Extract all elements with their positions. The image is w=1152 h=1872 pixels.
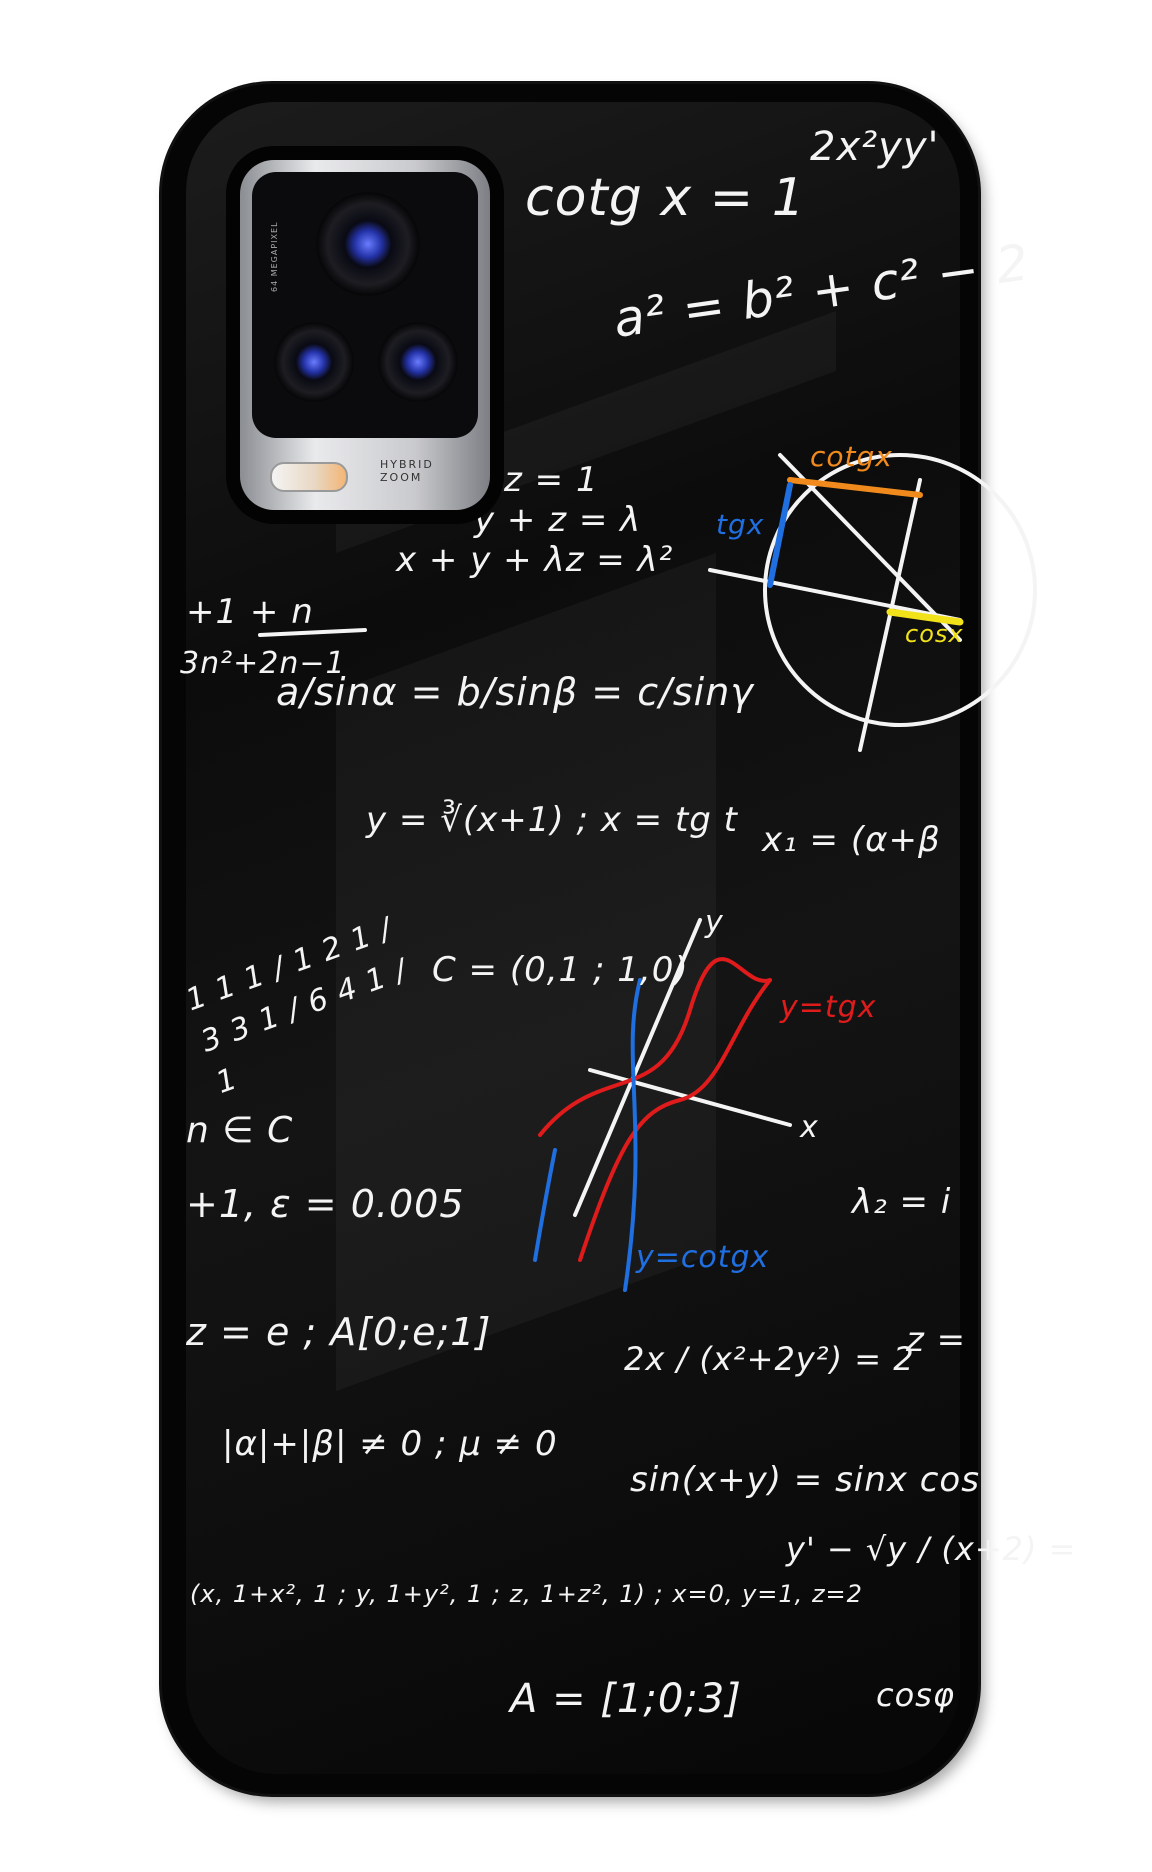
formula: z = 1: [504, 460, 599, 500]
formula: y + z = λ: [474, 500, 642, 540]
formula: 2x²yy': [810, 124, 940, 170]
cos-segment: [886, 608, 964, 626]
camera-lens: [378, 322, 458, 402]
formula: x₁ = (α+β: [762, 820, 941, 860]
graph-label-tg: tgx: [716, 508, 765, 541]
cotg-curve: [533, 1148, 557, 1262]
formula: 3n²+2n−1: [180, 646, 346, 681]
tg-curve: [538, 957, 772, 1137]
formula: λ₂ = i: [852, 1182, 952, 1222]
formula: sin(x+y) = sinx cos: [630, 1460, 980, 1500]
circle-x-axis: [708, 568, 962, 622]
graph-axis-y-label: y: [705, 905, 724, 940]
graph-label-cotg: cotgx: [810, 440, 893, 473]
formula: cotg x = 1: [525, 168, 806, 228]
camera-lens: [274, 322, 354, 402]
unit-circle: [763, 453, 1037, 727]
tg-segment: [767, 482, 793, 588]
zoom-label: ZOOM: [380, 471, 423, 484]
fraction-bar: [258, 628, 367, 637]
graph-axis-x-label: x: [800, 1110, 819, 1145]
hybrid-zoom-label: HYBRID ZOOM: [380, 458, 434, 484]
formula: x + y + λz = λ²: [396, 540, 674, 580]
formula: a/sinα = b/sinβ = c/sinγ: [276, 670, 754, 714]
formula: cosφ: [876, 1676, 955, 1714]
formula: 2x / (x²+2y²) = 2: [624, 1340, 915, 1378]
graph-label-tg-curve: y=tgx: [780, 990, 877, 1025]
formula: n ∈ C: [186, 1110, 294, 1151]
cotg-curve: [623, 978, 642, 1292]
flash-icon: [270, 462, 348, 492]
camera-cutout: 64 MEGAPIXEL HYBRID ZOOM: [240, 160, 490, 510]
formula: |α|+|β| ≠ 0 ; μ ≠ 0: [222, 1424, 558, 1464]
formula: +1 + n: [186, 592, 314, 632]
hybrid-label: HYBRID: [380, 458, 434, 471]
formula: z = e ; A[0;e;1]: [186, 1310, 492, 1354]
formula: y' − √y / (x+2) =: [786, 1530, 1077, 1568]
formula: (x, 1+x², 1 ; y, 1+y², 1 ; z, 1+z², 1) ;…: [190, 1580, 863, 1608]
circle-radius: [778, 453, 962, 642]
camera-sensor-label: 64 MEGAPIXEL: [270, 221, 279, 292]
graph-label-cos: cosx: [905, 620, 964, 648]
camera-module: 64 MEGAPIXEL: [252, 172, 478, 438]
formula: C = (0,1 ; 1,0): [432, 950, 689, 990]
formula: y = ∛(x+1) ; x = tg t: [366, 800, 739, 840]
main-camera-lens: [316, 192, 420, 296]
tg-curve: [578, 978, 772, 1262]
graph-y-axis: [573, 918, 702, 1217]
formula: +1, ε = 0.005: [186, 1182, 465, 1226]
formula: z =: [906, 1320, 967, 1360]
formula: A = [1;0;3]: [510, 1676, 742, 1722]
graph-label-cotg-curve: y=cotgx: [636, 1240, 770, 1275]
cotg-segment: [787, 477, 923, 498]
